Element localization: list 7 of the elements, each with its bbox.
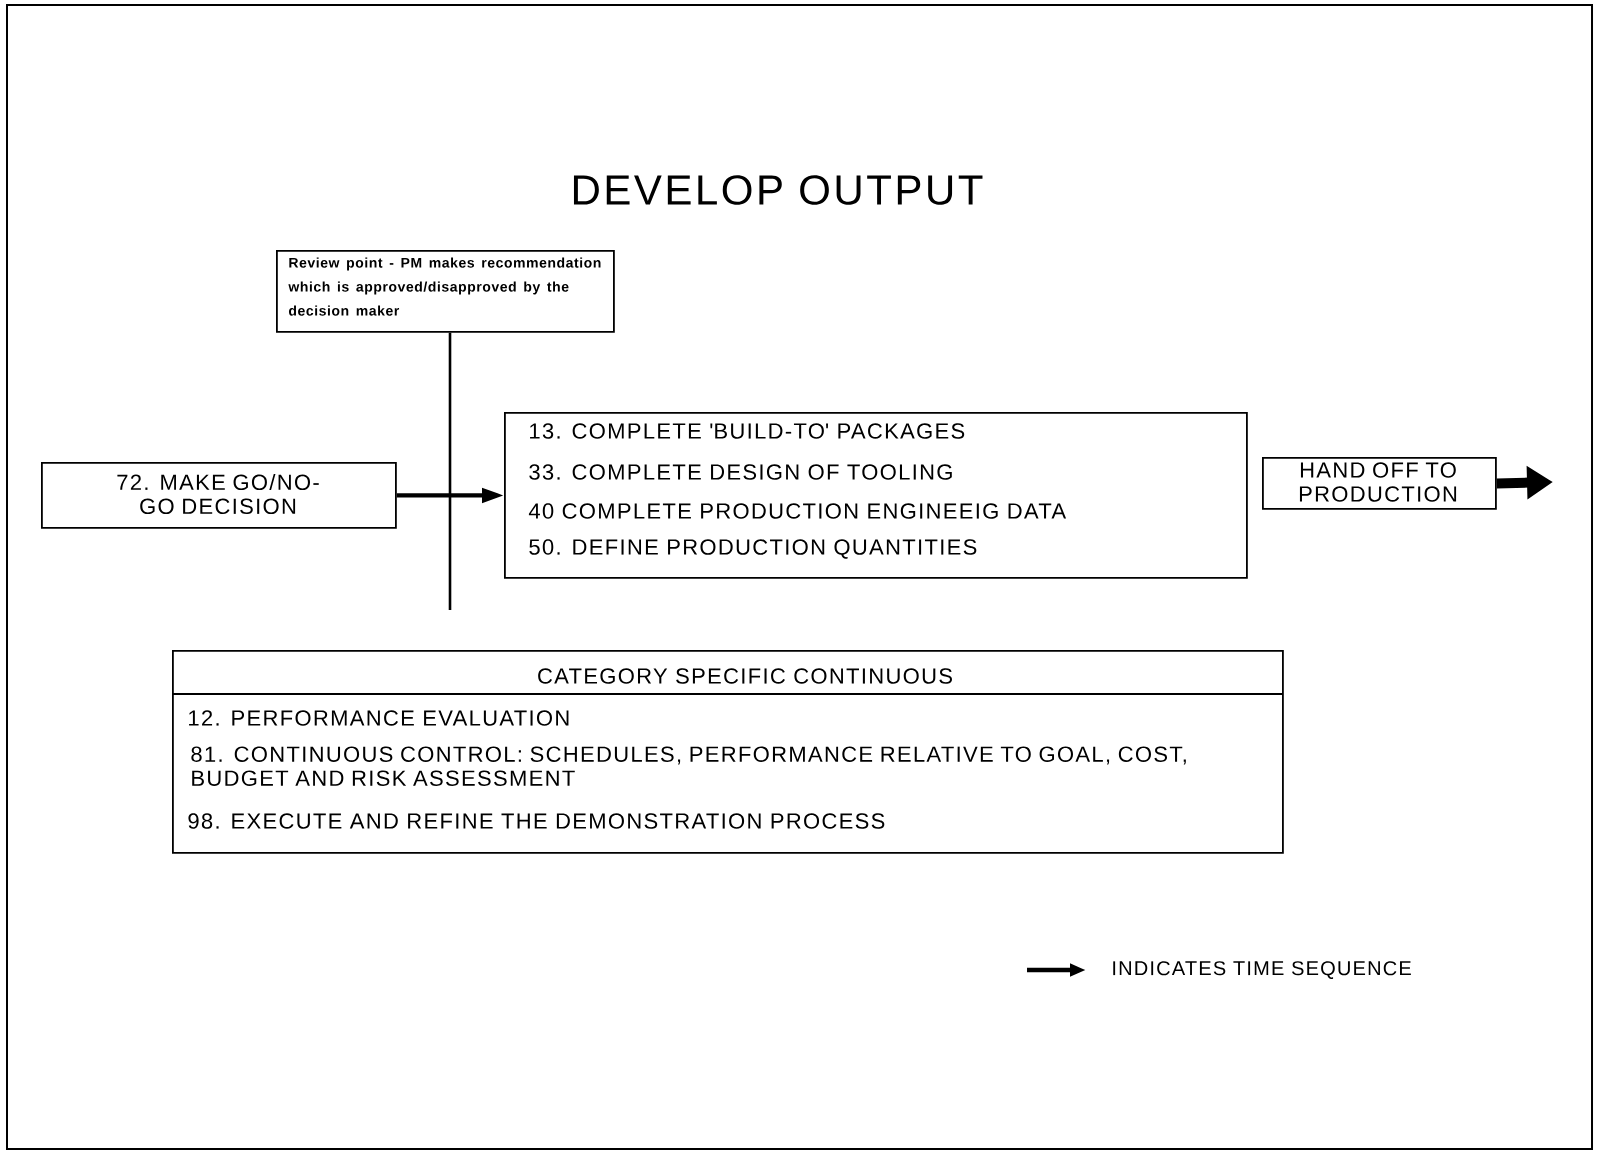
process-box: 72. MAKE GO/NO-GO DECISION — [41, 462, 397, 529]
process-box: 13. COMPLETE 'BUILD-TO' PACKAGES 33. COMPLETE DESIGN OF TOOLING 40 COMPLETE PRODUCTION ENGINEEIG DATA 50. DEFINE PRODUCTION QUANTITIES — [504, 412, 1248, 579]
note-box: Review point - PM makes recommendation which is approved/disapproved by the decision maker — [276, 250, 615, 333]
process-box: HAND OFF TO PRODUCTION — [1262, 457, 1497, 510]
legend-text: INDICATES TIME SEQUENCE — [1113, 961, 1411, 979]
diagram-title: DEVELOP OUTPUT — [573, 175, 983, 205]
category-box: CATEGORY SPECIFIC CONTINUOUS 12. PERFORMANCE EVALUATION 81. CONTINUOUS CONTROL: SCHEDULES, PERFORMANCE RELATIVE TO GOAL, COST, BUDGET AND RISK ASSESSMENT 98. EXECUTE AND REFINE THE DEMONSTRATION PROCESS — [171, 650, 1284, 854]
